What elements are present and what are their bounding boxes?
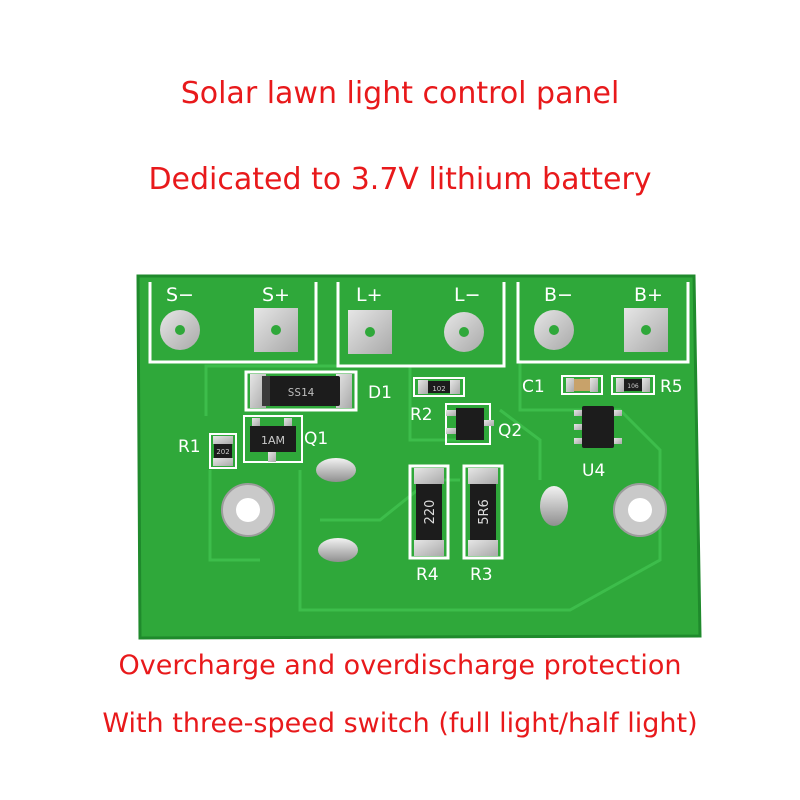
resistor-r2: [428, 381, 450, 393]
r1-marking: 202: [216, 448, 229, 456]
feature-protection: Overcharge and overdischarge protection: [118, 650, 682, 681]
transistor-q2: [456, 408, 484, 440]
r5-marking: 106: [627, 383, 639, 390]
label-r5: R5: [660, 377, 683, 397]
r3-marking: 5R6: [477, 499, 492, 525]
r4-marking: 220: [423, 500, 438, 525]
terminal-pads: [160, 308, 668, 354]
resistor-r1: [214, 444, 232, 458]
pad-label-l-plus: L+: [356, 284, 383, 306]
label-u4: U4: [582, 461, 605, 481]
label-r4: R4: [416, 565, 439, 585]
feature-switch: With three-speed switch (full light/half…: [102, 708, 698, 739]
label-r1: R1: [178, 437, 201, 457]
r2-marking: 102: [432, 385, 445, 393]
resistor-r3: [470, 484, 496, 540]
product-subtitle: Dedicated to 3.7V lithium battery: [148, 162, 652, 197]
transistor-q1: [250, 426, 296, 452]
resistor-r4: [416, 484, 442, 540]
label-q2: Q2: [498, 421, 522, 441]
d1-marking: SS14: [288, 386, 315, 399]
pad-label-s-plus: S+: [262, 284, 290, 306]
solder-blob: [316, 458, 356, 482]
pad-group-outlines: [148, 282, 690, 368]
label-d1: D1: [368, 383, 392, 403]
product-title: Solar lawn light control panel: [180, 76, 620, 111]
q1-marking: 1AM: [261, 434, 285, 447]
pad-label-s-minus: S−: [166, 284, 194, 306]
ic-u4: [582, 406, 614, 448]
diode-d1: [262, 376, 340, 406]
label-r3: R3: [470, 565, 493, 585]
label-r2: R2: [410, 405, 433, 425]
solder-blob: [318, 538, 358, 562]
label-c1: C1: [522, 377, 545, 397]
pad-label-b-plus: B+: [634, 284, 663, 306]
solder-blob: [540, 486, 568, 526]
pad-labels: S− S+ L+ L− B− B+: [166, 284, 663, 306]
capacitor-c1: [574, 379, 590, 391]
pad-label-b-minus: B−: [544, 284, 573, 306]
designator-labels: D1 R2 Q2 C1 R5 R1 Q1 U4 R4 R3: [178, 377, 683, 585]
resistor-r5: [624, 379, 642, 391]
pad-label-l-minus: L−: [454, 284, 481, 306]
label-q1: Q1: [304, 429, 328, 449]
